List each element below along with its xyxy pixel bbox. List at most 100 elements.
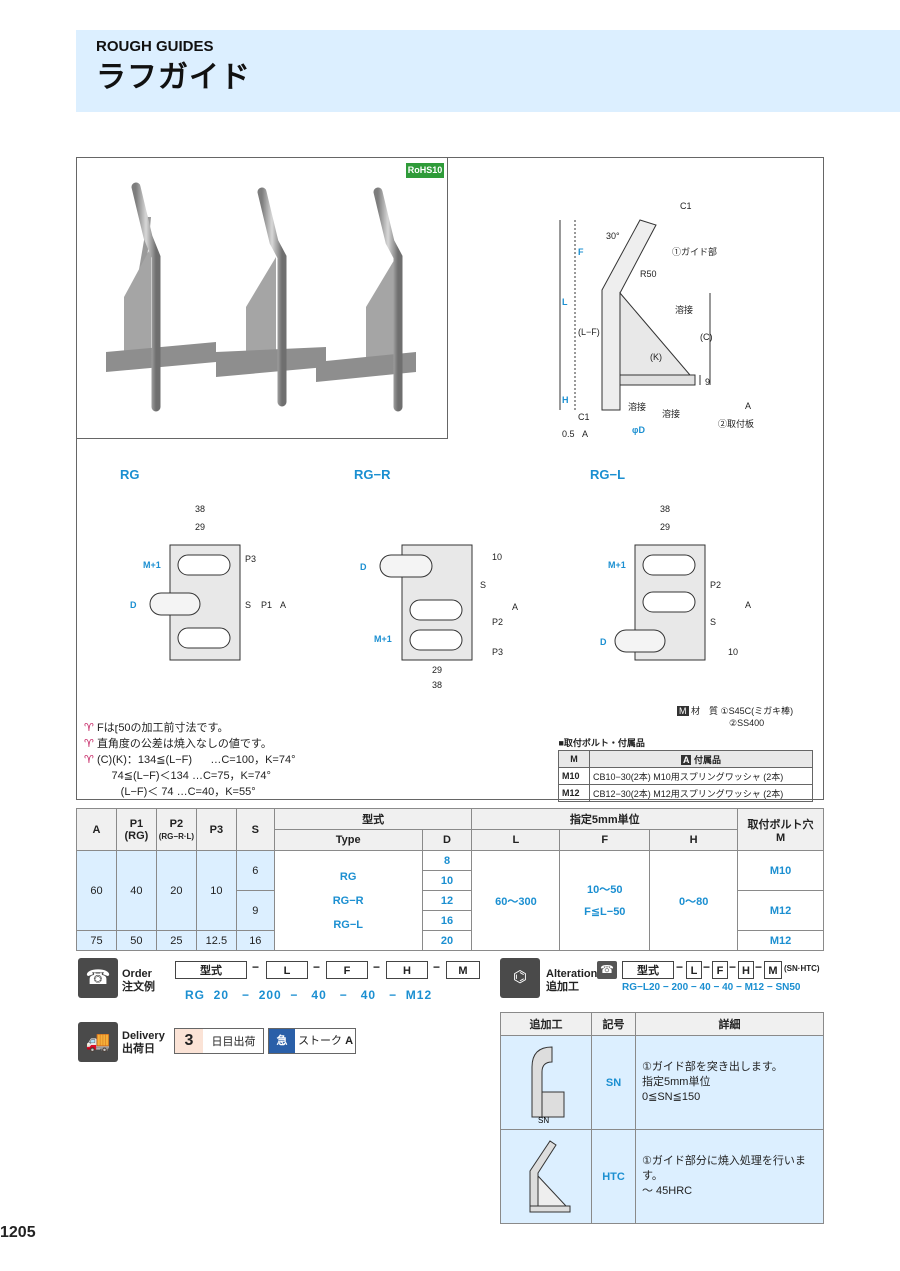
order-example: RG 20 − 200 − 40 − 40 − M12 xyxy=(185,988,433,1002)
note-3: ♈ (C)(K)：134≦(L−F) …C=100，K=74° xyxy=(84,754,296,766)
delivery-days: 3 xyxy=(175,1029,203,1053)
header-band xyxy=(76,30,900,112)
sv-datum-a: A xyxy=(745,401,751,411)
sv-mount-plate: ②取付板 xyxy=(718,418,754,429)
rgl-dim-m1: M+1 xyxy=(608,560,626,570)
order-box-m: M xyxy=(446,961,480,979)
sv-weld-2: 溶接 xyxy=(628,401,646,412)
order-box-l: L xyxy=(266,961,308,979)
rg-dim-38: 38 xyxy=(195,504,205,514)
order-dash: − xyxy=(433,960,441,974)
express-box: 急 ストーク A xyxy=(268,1028,356,1054)
alt-dash: − xyxy=(703,960,711,974)
alt-tail: (SN·HTC) xyxy=(784,964,820,973)
product-rg-photo xyxy=(106,182,216,412)
spec-p3-12-5: 12.5 xyxy=(195,930,237,951)
alt-dash: − xyxy=(755,960,763,974)
alt-code-sn: SN xyxy=(591,1035,636,1130)
rg-r-drawing: 10 D S A P2 M+1 P3 29 38 xyxy=(360,544,518,690)
rgl-dim-a: A xyxy=(745,600,751,610)
side-view-drawing: C1 30° ①ガイド部 R50 溶接 F L (L−F) (K) (C) 9 … xyxy=(559,201,754,439)
sv-9: 9 xyxy=(705,377,710,387)
sv-c1-top: C1 xyxy=(680,201,692,211)
alt-head-work: 追加工 xyxy=(500,1012,592,1036)
alt-detail-htc: ①ガイド部分に焼入処理を行います。 ～ 45HRC xyxy=(635,1129,824,1224)
spec-m12: M12 xyxy=(737,890,824,931)
alt-htc-figure xyxy=(500,1129,592,1224)
rgr-dim-s: S xyxy=(480,580,486,590)
express-mark2: A xyxy=(345,1035,354,1047)
alteration-table: 追加工 記号 詳細 SN SN ①ガイド部を突き出します。 指定5mm単位 0≦… xyxy=(500,1012,824,1224)
order-dash: − xyxy=(252,960,260,974)
rgr-dim-a: A xyxy=(512,602,518,612)
attach-head-acc: A 付属品 xyxy=(589,750,813,768)
rgl-dim-38: 38 xyxy=(660,504,670,514)
rgl-dim-p2: P2 xyxy=(710,580,721,590)
rgr-dim-38: 38 xyxy=(432,680,442,690)
order-dash: − xyxy=(313,960,321,974)
rgr-dim-10: 10 xyxy=(492,552,502,562)
spec-s-9: 9 xyxy=(235,890,275,931)
rgl-dim-29: 29 xyxy=(660,522,670,532)
alt-detail-sn: ①ガイド部を突き出します。 指定5mm単位 0≦SN≦150 xyxy=(635,1035,824,1130)
order-dash: − xyxy=(373,960,381,974)
rg-dim-p1: P1 xyxy=(261,600,272,610)
alt-sn-figure: SN xyxy=(500,1035,592,1130)
spec-p1-40: 40 xyxy=(115,850,157,931)
rgr-dim-p3: P3 xyxy=(492,647,503,657)
rg-drawing: 38 29 P3 M+1 D S P1 A xyxy=(130,504,286,661)
spec-head-a: A xyxy=(76,808,117,851)
material-2: ②SS400 xyxy=(729,718,765,728)
sv-c1-bottom: C1 xyxy=(578,412,590,422)
attach-row-acc: CB12−30(2本) M12用スプリングワッシャ (2本) xyxy=(589,784,813,802)
spec-m12-2: M12 xyxy=(737,930,824,951)
material-1: ①S45C(ミガキ棒) xyxy=(720,706,794,716)
material: M 材 質 ①S45C(ミガキ棒) ②SS400 xyxy=(677,705,793,729)
express-label: ストーク xyxy=(298,1035,343,1047)
material-label: 材 質 xyxy=(691,706,719,716)
alt-box-m: M xyxy=(764,961,782,979)
rohs-badge: RoHS10 xyxy=(406,163,444,178)
truck-icon: 🚚 xyxy=(78,1022,118,1062)
title-jp: ラフガイド xyxy=(96,61,251,94)
spec-head-s: S xyxy=(235,808,275,851)
attachment-table: ■取付ボルト・付属品 M A 付属品 M10 CB10−30(2本) M10用ス… xyxy=(558,734,813,802)
alt-head-detail: 詳細 xyxy=(635,1012,824,1036)
spec-d-12: 12 xyxy=(421,890,473,911)
rg-dim-a: A xyxy=(280,600,286,610)
sv-l-minus-f: (L−F) xyxy=(578,327,600,337)
sv-l: L xyxy=(562,297,568,307)
spec-p3-10: 10 xyxy=(195,850,237,931)
spec-head-type-jp: 型式 xyxy=(273,808,473,830)
sv-30deg: 30° xyxy=(606,231,620,241)
rgr-dim-m1: M+1 xyxy=(374,634,392,644)
title-en: ROUGH GUIDES xyxy=(96,38,214,55)
sv-k: (K) xyxy=(650,352,662,362)
alt-head-code: 記号 xyxy=(591,1012,636,1036)
note-1: ♈ Fはɽ50の加工前寸法です。 xyxy=(84,722,229,734)
note-icon: ♈ xyxy=(84,722,94,734)
alt-dash: − xyxy=(676,960,684,974)
spec-l: 60～300 xyxy=(471,850,561,951)
sv-weld-1: 溶接 xyxy=(675,304,693,315)
spec-d-20: 20 xyxy=(421,930,473,951)
phone-icon: ☎ xyxy=(78,958,118,998)
note-5: (L−F)＜ 74 …C=40，K=55° xyxy=(84,786,256,798)
alt-example: RG−L20 − 200 − 40 − 40 − M12 − SN50 xyxy=(622,982,801,993)
rgr-dim-29: 29 xyxy=(432,665,442,675)
spec-head-h: H xyxy=(649,829,739,851)
spec-s-16: 16 xyxy=(235,930,275,951)
sv-tol-datum: A xyxy=(582,429,588,439)
order-box-h: H xyxy=(386,961,428,979)
order-box-f: F xyxy=(326,961,368,979)
spec-d-8: 8 xyxy=(421,850,473,871)
page-number: 1205 xyxy=(0,1224,36,1241)
spec-d-10: 10 xyxy=(421,870,473,891)
svg-text:SN: SN xyxy=(538,1116,549,1125)
spec-a-60: 60 xyxy=(76,850,117,931)
alt-box-f: F xyxy=(712,961,728,979)
spec-table: A P1(RG) P2(RG−R·L) P3 S 型式 指定5mm単位 取付ボル… xyxy=(76,808,824,951)
